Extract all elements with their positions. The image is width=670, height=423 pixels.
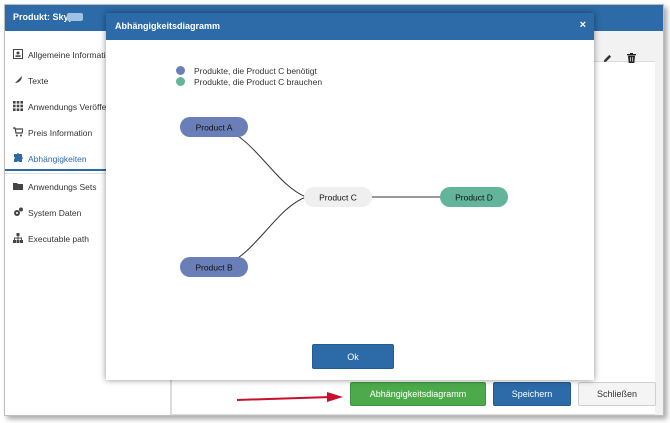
node-label: Product A <box>196 123 233 133</box>
sidebar-item-anwendungs-sets[interactable]: Anwendungs Sets <box>5 173 170 199</box>
node-product-a[interactable]: Product A <box>180 117 248 137</box>
close-button[interactable]: Schließen <box>578 382 656 406</box>
save-button[interactable]: Speichern <box>493 382 571 406</box>
sidebar-item-label: Preis Information <box>28 128 93 138</box>
sidebar-item-anwendungs-veroeffentlichung[interactable]: Anwendungs Veröffentlichung <box>5 93 170 119</box>
node-product-d[interactable]: Product D <box>440 187 508 207</box>
delete-button[interactable] <box>621 49 641 69</box>
red-annotation-arrow <box>236 392 343 402</box>
node-label: Product B <box>195 263 233 273</box>
sidebar-item-label: Abhängigkeiten <box>28 154 87 164</box>
sidebar-item-executable-path[interactable]: Executable path <box>5 225 170 251</box>
node-product-c[interactable]: Product C <box>304 187 372 207</box>
cart-icon <box>13 127 23 137</box>
dependency-graph: Product A Product B Product C Product D <box>180 117 508 277</box>
ok-button[interactable]: Ok <box>312 344 394 369</box>
gears-icon <box>13 207 23 217</box>
dependency-diagram-dialog: Abhängigkeitsdiagramm × Produkte, die Pr… <box>106 13 594 380</box>
blurred-title-suffix <box>67 13 83 21</box>
dialog-title: Abhängigkeitsdiagramm <box>115 21 221 31</box>
edge-a-c <box>221 126 307 198</box>
dependency-diagram-button[interactable]: Abhängigkeitsdiagramm <box>350 382 486 406</box>
legend-dot-blue <box>176 66 185 75</box>
trash-icon <box>626 50 636 68</box>
sidebar-item-texte[interactable]: Texte <box>5 67 170 93</box>
sidebar-item-label: Texte <box>28 76 49 86</box>
legend-label: Produkte, die Product C benötigt <box>194 66 317 76</box>
dialog-close-icon[interactable]: × <box>579 19 586 31</box>
sidebar-item-abhaengigkeiten[interactable]: Abhängigkeiten <box>5 145 170 171</box>
sidebar-item-label: Anwendungs Veröffentlichung <box>28 102 141 112</box>
edge-b-c <box>221 196 307 268</box>
sidebar-item-label: Allgemeine Informationen <box>28 50 125 60</box>
legend-label: Produkte, die Product C brauchen <box>194 77 323 87</box>
pencil-icon <box>603 50 612 68</box>
sidebar-item-system-daten[interactable]: System Daten <box>5 199 170 225</box>
grid-icon <box>13 101 23 111</box>
folder-icon <box>13 181 23 191</box>
sidebar-item-label: Executable path <box>28 234 89 244</box>
puzzle-icon <box>13 153 23 163</box>
legend-dot-green <box>176 77 185 86</box>
info-card-icon <box>13 49 23 59</box>
sidebar-item-preis-information[interactable]: Preis Information <box>5 119 170 145</box>
node-label: Product D <box>455 193 493 203</box>
sidebar-divider <box>5 173 170 174</box>
sitemap-icon <box>13 233 23 243</box>
sidebar-item-label: System Daten <box>28 208 82 218</box>
dialog-header: Abhängigkeitsdiagramm × <box>106 13 594 40</box>
sidebar-item-allgemeine-informationen[interactable]: Allgemeine Informationen <box>5 41 170 67</box>
edit-button[interactable] <box>597 49 617 69</box>
feather-icon <box>13 75 23 85</box>
window-title: Produkt: Skype <box>13 12 80 22</box>
sidebar-item-label: Anwendungs Sets <box>28 182 97 192</box>
node-label: Product C <box>319 193 357 203</box>
node-product-b[interactable]: Product B <box>180 257 248 277</box>
